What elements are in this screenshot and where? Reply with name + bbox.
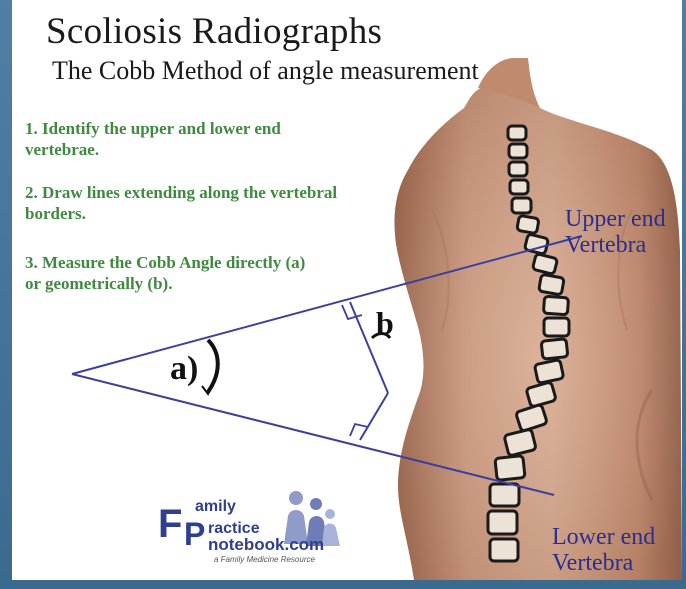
logo-word-1: amily [195,498,236,516]
step-1-line-1: 1. Identify the upper and lower end [25,118,281,139]
vertebra [495,456,525,481]
vertebra [532,254,557,275]
slide: Scoliosis Radiographs The Cobb Method of… [12,0,682,580]
vertebra [541,339,568,360]
angle-a-label: a) [170,350,198,388]
page-subtitle: The Cobb Method of angle measurement [52,56,479,86]
angle-b-label: b [376,305,394,342]
vertebra [534,359,563,383]
step-2-line-2: borders. [25,203,337,224]
vertebra [544,318,569,336]
step-2: 2. Draw lines extending along the verteb… [25,182,337,224]
right-angle-markers [342,305,368,436]
vertebra [490,484,519,506]
vertebra [508,126,526,140]
perpendicular-lower [360,393,388,440]
lower-label-line-2: Vertebra [552,550,655,576]
logo-word-3: notebook.com [208,535,324,555]
upper-label-line-1: Upper end [565,206,666,232]
logo-tagline: a Family Medicine Resource [214,555,315,564]
vertebra [509,144,527,158]
vertebra [490,539,518,561]
logo-letter-f: F [158,502,182,547]
step-3-line-2: or geometrically (b). [25,273,305,294]
step-3: 3. Measure the Cobb Angle directly (a) o… [25,252,305,294]
step-3-line-1: 3. Measure the Cobb Angle directly (a) [25,252,305,273]
vertebra [539,274,565,295]
logo-letter-p: P [184,516,205,553]
vertebra [517,215,539,233]
lower-label-line-1: Lower end [552,524,655,550]
upper-label-line-2: Vertebra [565,232,666,258]
step-1-line-2: vertebrae. [25,139,281,160]
family-practice-notebook-logo: F P amily ractice notebook.com a Family … [158,488,358,568]
step-2-line-1: 2. Draw lines extending along the verteb… [25,182,337,203]
vertebra [512,198,531,213]
upper-end-vertebra-label: Upper end Vertebra [565,206,666,258]
vertebra [543,296,568,315]
vertebra [510,180,528,194]
vertebra [509,162,527,176]
step-1: 1. Identify the upper and lower end vert… [25,118,281,160]
vertebra [504,429,536,456]
lower-end-vertebra-label: Lower end Vertebra [552,524,655,576]
page-title: Scoliosis Radiographs [46,10,382,53]
vertebra [488,511,517,534]
